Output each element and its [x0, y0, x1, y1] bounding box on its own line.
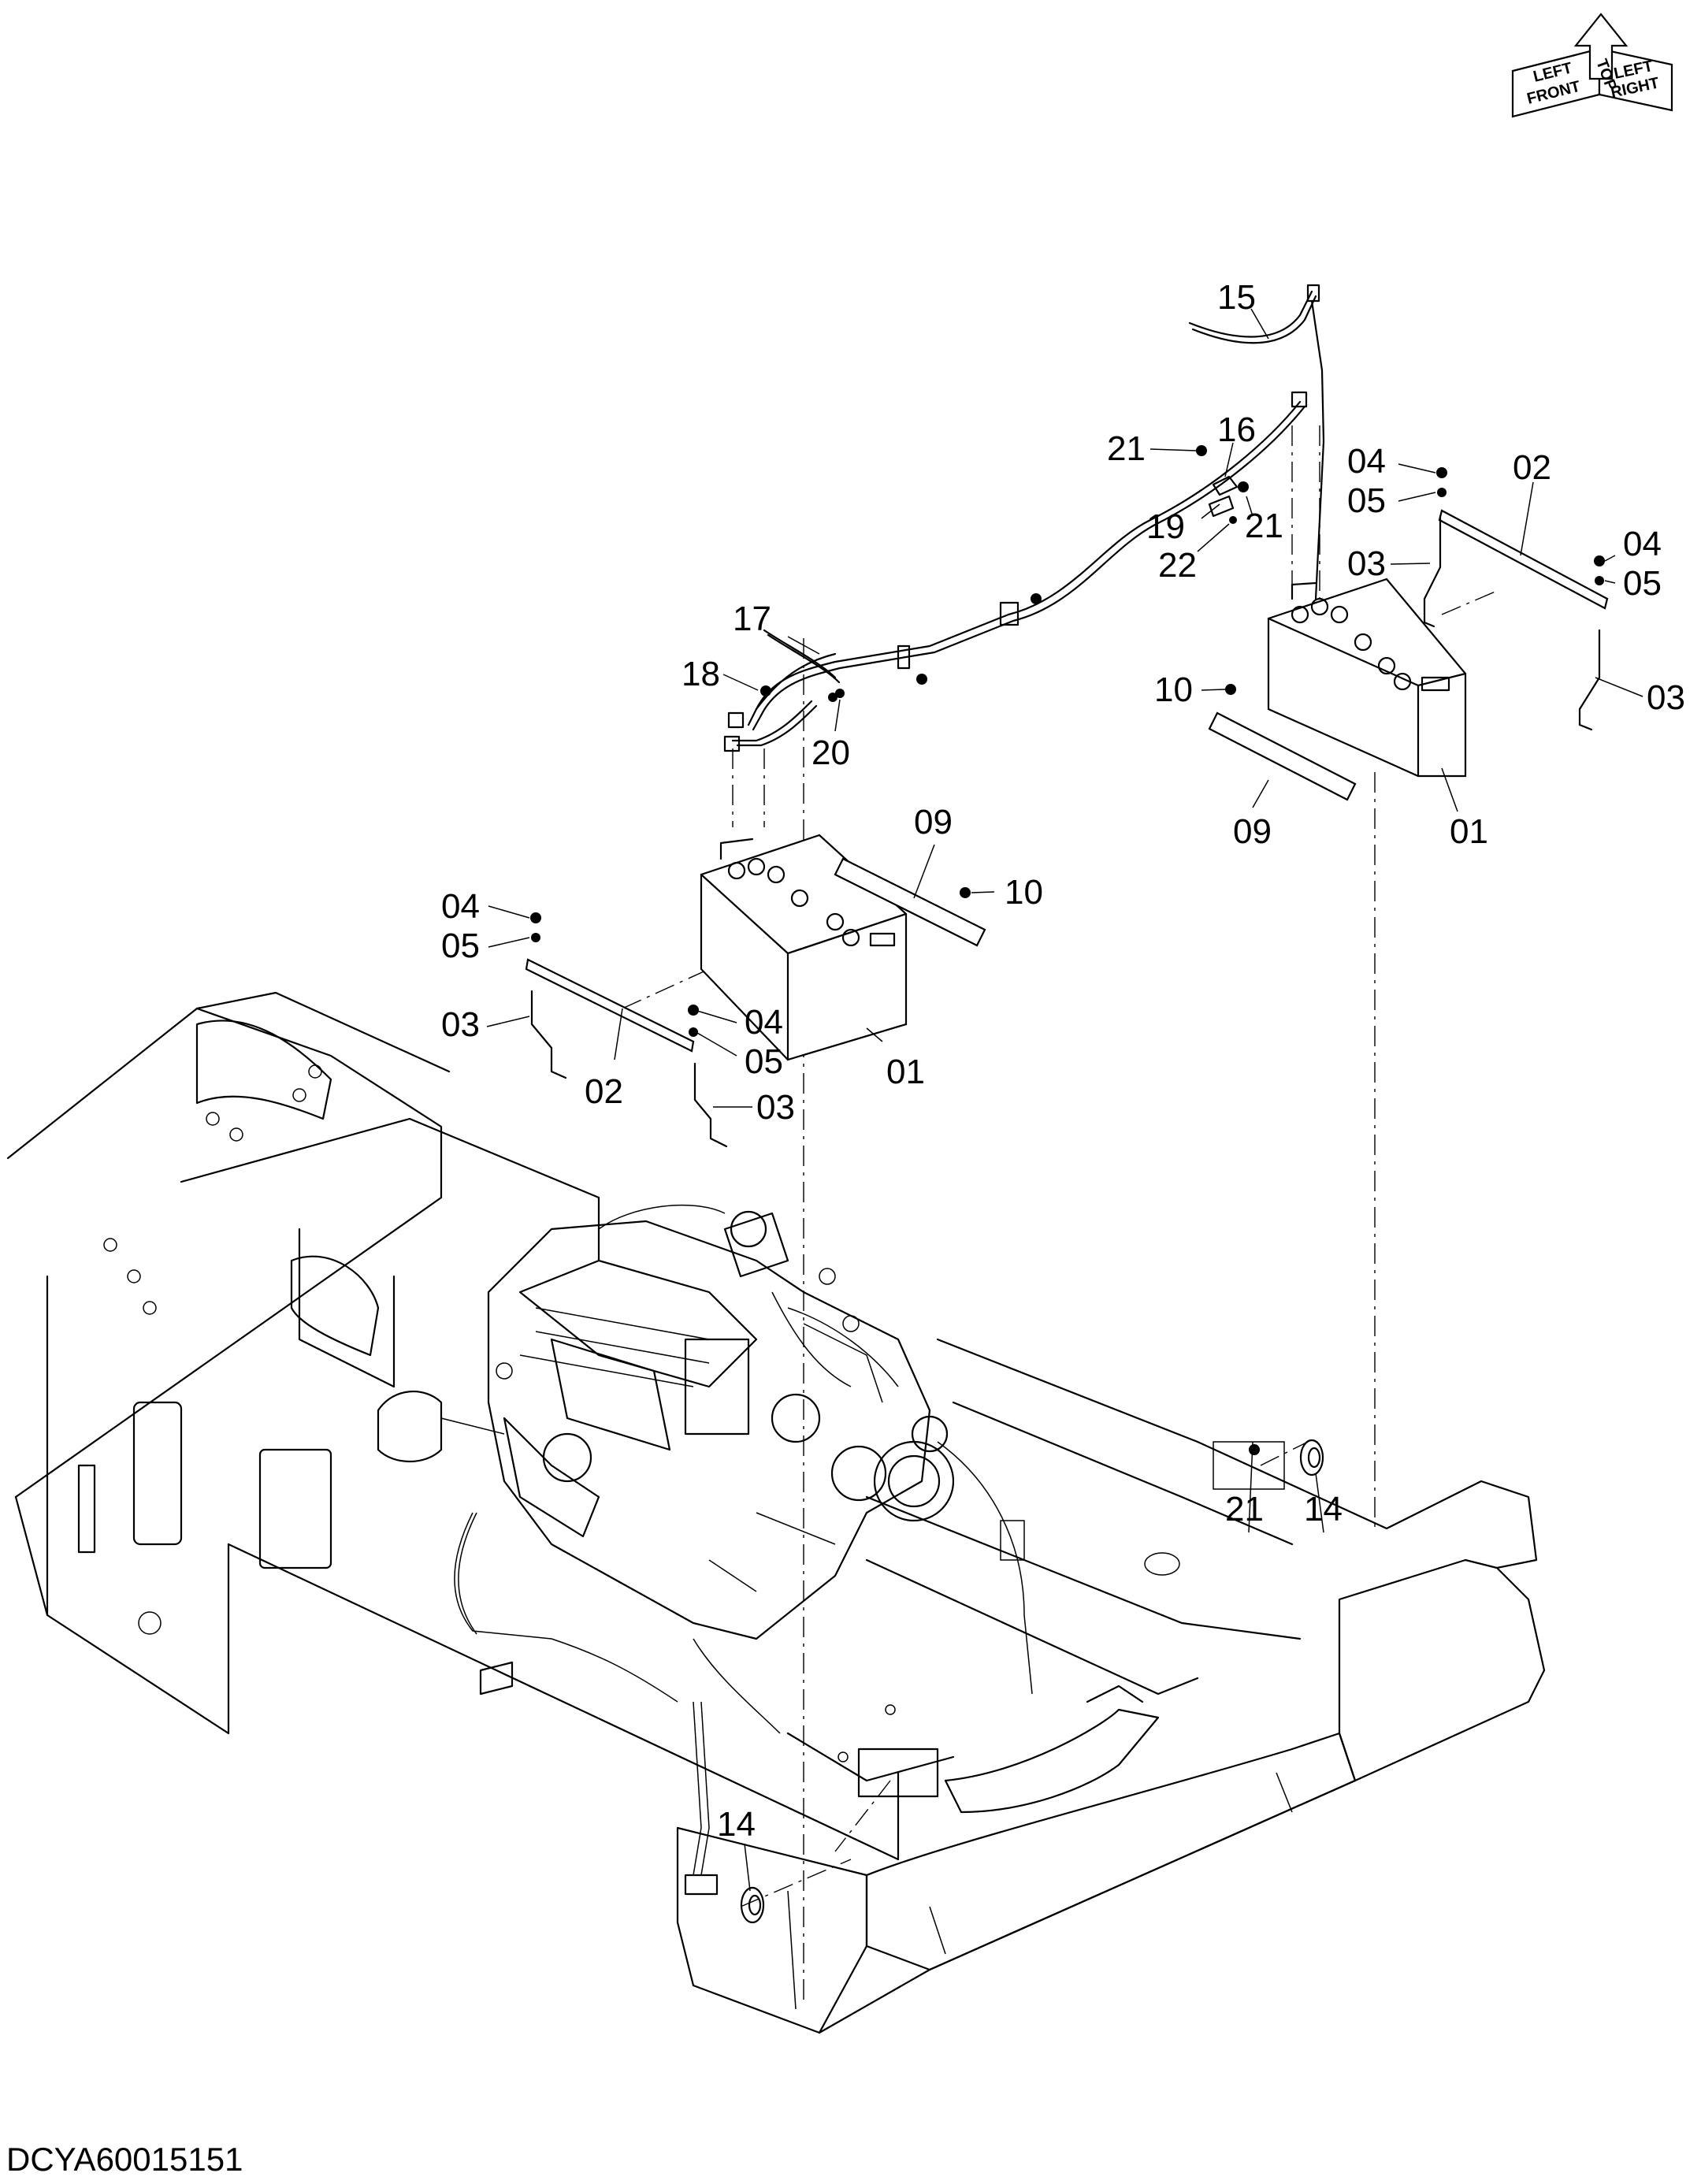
- callout-03-right-b: 03: [1647, 678, 1685, 717]
- callout-09-left: 09: [914, 803, 953, 841]
- drawing-code: DCYA60015151: [6, 2141, 243, 2178]
- callout-17: 17: [733, 600, 771, 638]
- callout-16: 16: [1217, 410, 1256, 449]
- callout-09-right: 09: [1233, 812, 1272, 851]
- callout-05-right-mid: 05: [1623, 564, 1662, 603]
- orientation-indicator: FRONT LEFT TOP RIGHT LEFT: [1511, 13, 1673, 118]
- callout-04-right-top: 04: [1347, 442, 1386, 481]
- callout-14-left: 14: [717, 1805, 756, 1844]
- callout-05-left-top: 05: [441, 927, 480, 965]
- callout-04-left-top: 04: [441, 887, 480, 926]
- battery-left: [525, 834, 986, 1148]
- battery-right: [1208, 467, 1609, 801]
- callout-02-right: 02: [1513, 448, 1551, 487]
- callout-05-right-top: 05: [1347, 481, 1386, 520]
- engine-assembly: [377, 1204, 1033, 1896]
- callout-10-right: 10: [1154, 670, 1193, 709]
- callout-labels: 15 16 21 19 21 22 17 18 20 04 05 02 04 0…: [441, 278, 1685, 1844]
- callout-02-left: 02: [585, 1072, 623, 1111]
- callout-03-right-a: 03: [1347, 544, 1386, 583]
- callout-19: 19: [1146, 507, 1185, 546]
- callout-18: 18: [682, 655, 720, 693]
- callout-14-right: 14: [1304, 1490, 1343, 1528]
- callout-01-right: 01: [1450, 812, 1488, 851]
- callout-03-left-a: 03: [441, 1005, 480, 1044]
- machine-frame: [6, 991, 1546, 2034]
- callout-20: 20: [812, 734, 850, 772]
- grommets: [740, 1439, 1324, 1924]
- callout-21-lower: 21: [1225, 1490, 1264, 1528]
- callout-21-top-right: 21: [1245, 507, 1283, 545]
- callout-04-right-mid: 04: [1623, 525, 1662, 563]
- callout-04-left-mid: 04: [745, 1003, 783, 1042]
- callout-05-left-mid: 05: [745, 1042, 783, 1081]
- callout-22: 22: [1158, 546, 1197, 585]
- callout-03-left-b: 03: [756, 1088, 795, 1127]
- callout-01-left: 01: [886, 1053, 925, 1091]
- callout-15: 15: [1217, 278, 1256, 317]
- leader-lines: [486, 308, 1643, 1892]
- clamp-hardware: [760, 445, 1249, 698]
- callout-10-left: 10: [1005, 873, 1043, 912]
- battery-cables: [723, 284, 1325, 752]
- callout-21-top-left: 21: [1107, 429, 1146, 468]
